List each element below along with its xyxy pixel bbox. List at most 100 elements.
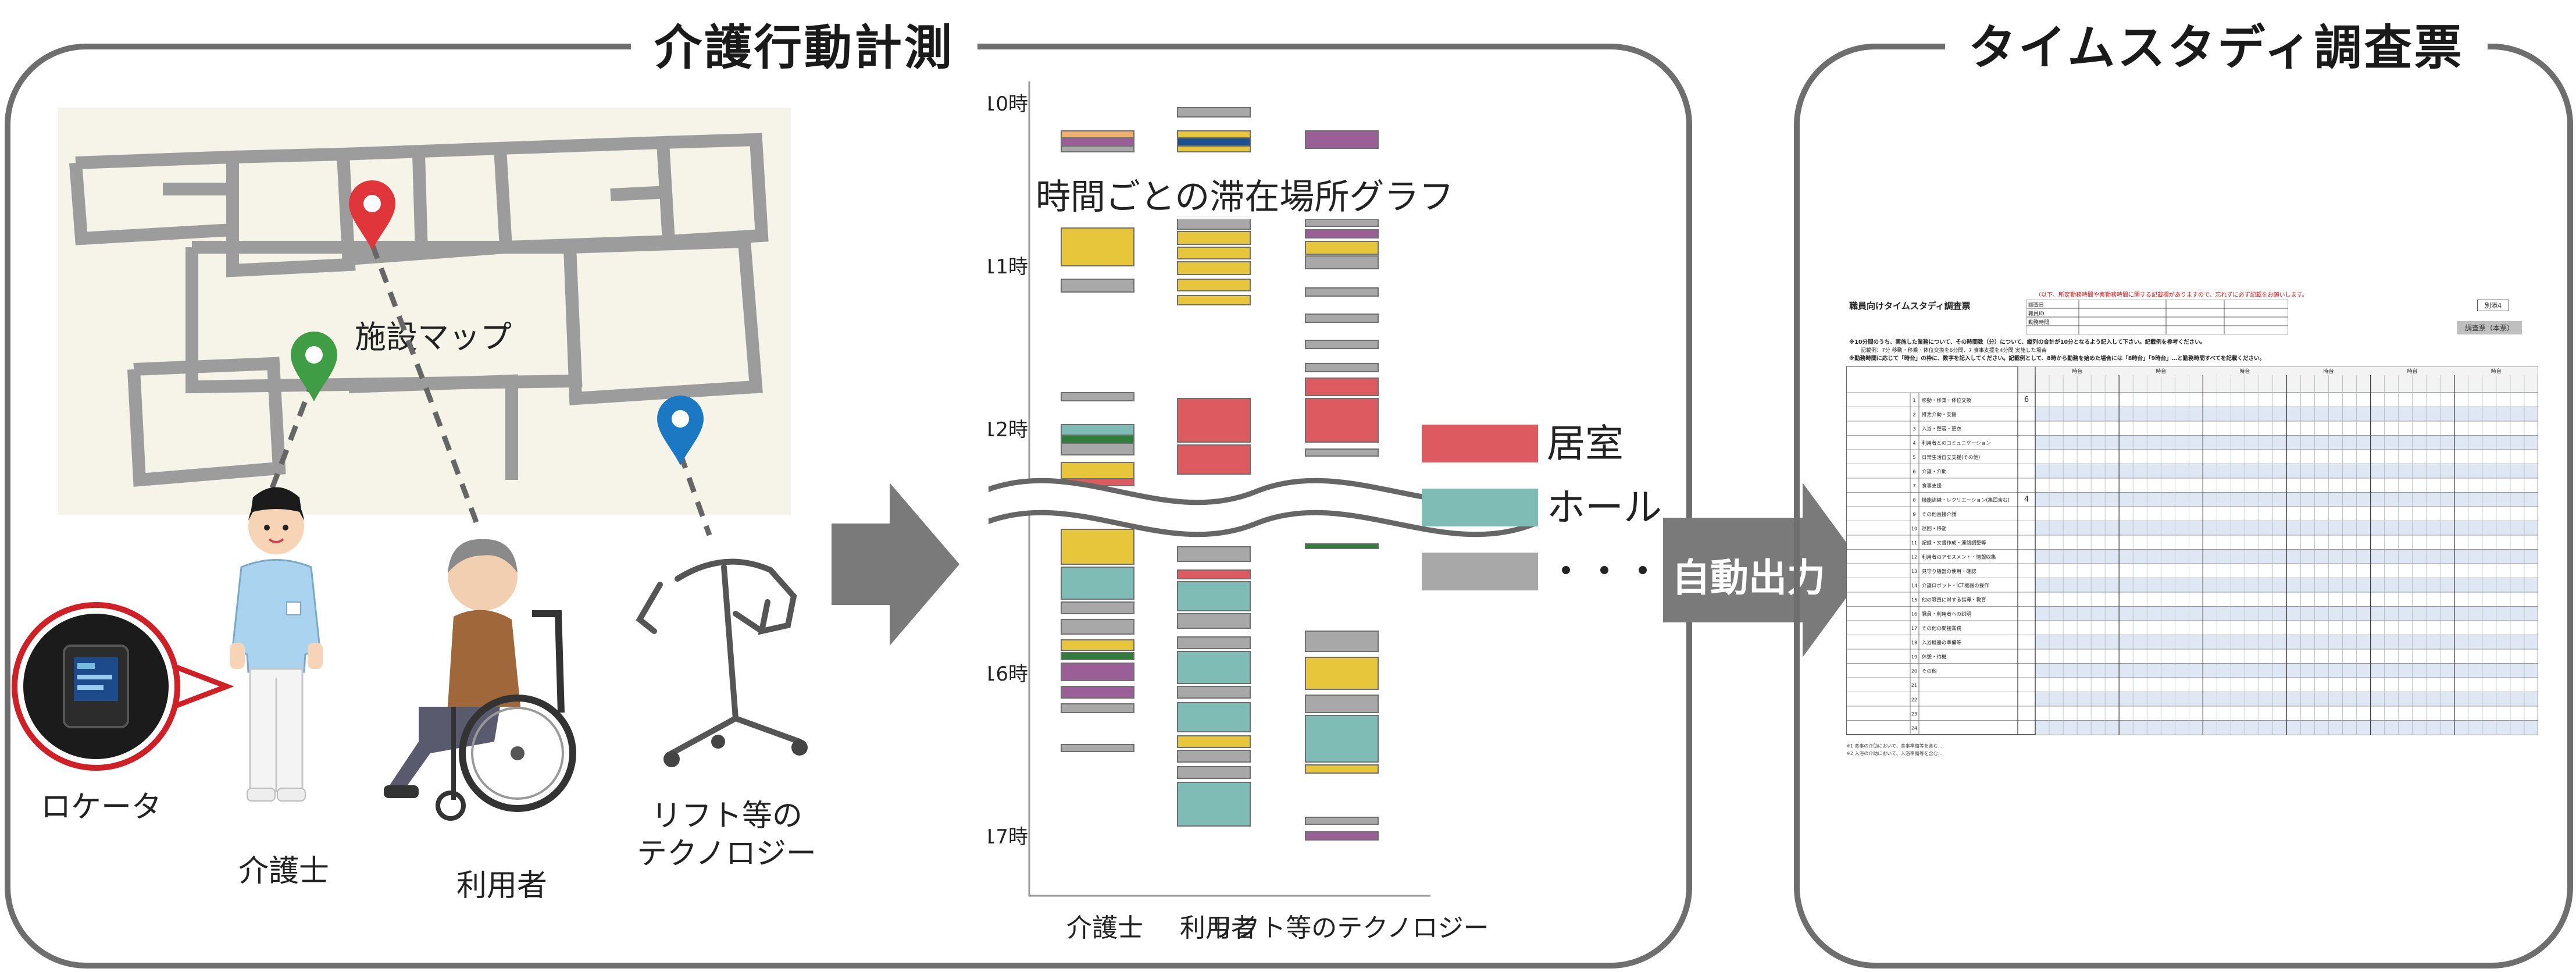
doc-row-label: 見守り機器の使用・確認 bbox=[1922, 568, 1976, 575]
locator-label: ロケータ bbox=[41, 790, 162, 825]
chart-bar-segment bbox=[1305, 130, 1379, 149]
doc-row-number: 9 bbox=[1913, 512, 1915, 517]
chart-bar-segment bbox=[1305, 543, 1379, 549]
chart-bar-segment bbox=[1061, 663, 1134, 681]
chart-bar-segment bbox=[1061, 227, 1134, 266]
chart-y-tick-label: 17時 bbox=[989, 825, 1028, 849]
doc-red-note: （以下、所定勤務時間や実勤務時間に関する記載欄がありますので、忘れずに必ず記載を… bbox=[2035, 292, 2308, 298]
chart-bar-segment bbox=[1305, 831, 1379, 841]
doc-hour-header: 時台 bbox=[2491, 368, 2502, 375]
doc-row-number: 7 bbox=[1913, 483, 1915, 489]
doc-badge: 別添4 bbox=[2477, 300, 2509, 311]
chart-bar-segment bbox=[1177, 398, 1251, 443]
doc-row-label: 記録・文書作成・連絡調整等 bbox=[1922, 540, 1986, 546]
doc-header-cell: 勤務時間 bbox=[2028, 320, 2050, 326]
doc-row-number: 17 bbox=[1911, 626, 1917, 631]
chart-bar-segment bbox=[1061, 639, 1134, 651]
chart-bar-segment bbox=[1177, 261, 1251, 275]
doc-instruction-2: 記載例：7分 移動・移乗・体位交換を6分間、7 食事支援を4分間 実施した場合 bbox=[1861, 348, 2047, 354]
chart-bar-segment bbox=[1305, 255, 1379, 269]
doc-row-number: 16 bbox=[1911, 612, 1917, 617]
doc-instruction-1: ※10分間のうち、実施した業務について、その時間数（分）について、縦列の合計が1… bbox=[1849, 339, 2206, 346]
legend-label: 居室 bbox=[1547, 421, 1624, 466]
doc-row-number: 1 bbox=[1913, 398, 1915, 403]
chart-bar-segment bbox=[1177, 636, 1251, 649]
doc-row-label: 他の職員に対する指導・教育 bbox=[1922, 597, 1986, 603]
chart-bar-segment bbox=[1061, 619, 1134, 635]
chart-category-label: 利用者 bbox=[1180, 913, 1257, 943]
doc-header-cell: 調査日 bbox=[2028, 302, 2045, 308]
chart-bar-segment bbox=[1305, 314, 1379, 323]
doc-header-cell: 職員ID bbox=[2028, 311, 2045, 317]
doc-row-label: 利用者とのコミュニケーション bbox=[1922, 440, 1991, 447]
doc-row-label: 介護ロボット・ICT機器の操作 bbox=[1922, 583, 1989, 589]
chart-bar-segment bbox=[1177, 702, 1251, 732]
doc-row-label: 日常生活自立支援(その他) bbox=[1922, 454, 1980, 461]
chart-bar-segment bbox=[1305, 363, 1379, 372]
chart-bar-segment bbox=[1305, 398, 1379, 443]
doc-row-label: その他 bbox=[1922, 668, 1937, 675]
doc-row-label: 職員・利用者への説明 bbox=[1922, 611, 1971, 618]
chart-bar-segment bbox=[1061, 462, 1134, 479]
doc-row-label: 移動・移乗・体位交換 bbox=[1922, 397, 1972, 404]
doc-row-number: 15 bbox=[1911, 597, 1917, 603]
auto-output-label: 自動出力 bbox=[1672, 556, 1825, 600]
chart-bar-segment bbox=[1305, 631, 1379, 652]
doc-row-label: 食事支援 bbox=[1922, 483, 1942, 489]
doc-hour-header: 時台 bbox=[2324, 368, 2334, 375]
survey-document: （以下、所定勤務時間や実勤務時間に関する記載欄がありますので、忘れずに必ず記載を… bbox=[1846, 279, 2538, 759]
chart-bar-segment bbox=[1177, 295, 1251, 305]
doc-row-number: 6 bbox=[1913, 469, 1915, 475]
chart-bar-segment bbox=[1177, 686, 1251, 699]
doc-row-number: 12 bbox=[1911, 555, 1917, 560]
doc-row-number: 24 bbox=[1911, 726, 1917, 731]
chart-bar-segment bbox=[1177, 107, 1251, 118]
doc-header-table: 調査日 職員ID 勤務時間 bbox=[2026, 299, 2289, 335]
chart-bar-segment bbox=[1305, 764, 1379, 774]
chart-bar-segment bbox=[1305, 340, 1379, 349]
chart-bar-segment bbox=[1061, 529, 1134, 565]
stay-location-chart: 10時11時12時16時17時介護士利用者リフト等のテクノロジー居室ホール・・・ bbox=[989, 81, 1662, 943]
doc-row-number: 2 bbox=[1913, 412, 1915, 418]
doc-row-label: 入浴・整容・更衣 bbox=[1922, 426, 1962, 432]
chart-bar-segment bbox=[1177, 546, 1251, 562]
chart-bar-segment bbox=[1305, 378, 1379, 396]
doc-row-number: 18 bbox=[1911, 640, 1917, 646]
legend-swatch bbox=[1422, 489, 1538, 526]
chart-y-tick-label: 10時 bbox=[989, 92, 1028, 116]
doc-title: 職員向けタイムスタディ調査票 bbox=[1849, 301, 1971, 311]
chart-bar-segment bbox=[1177, 145, 1251, 152]
chart-bar-segment bbox=[1177, 444, 1251, 475]
chart-bar-segment bbox=[1061, 130, 1134, 138]
chart-bar-segment bbox=[1061, 652, 1134, 660]
doc-row-number: 22 bbox=[1911, 697, 1917, 703]
doc-footnote-2: ※2 入浴の介助において、入浴準備等を含む… bbox=[1846, 751, 1943, 756]
chart-bar-segment bbox=[1305, 287, 1379, 297]
doc-row-label: その他直接介護 bbox=[1922, 511, 1957, 518]
doc-row-label: 休憩・待機 bbox=[1922, 654, 1947, 660]
chart-y-tick-label: 11時 bbox=[989, 255, 1028, 279]
locator-device-icon bbox=[12, 602, 234, 771]
user-label: 利用者 bbox=[456, 868, 548, 903]
auto-output-arrow bbox=[1663, 483, 1867, 657]
chart-bar-segment bbox=[1177, 766, 1251, 779]
doc-row-label: 介護・介助 bbox=[1922, 469, 1947, 475]
chart-bar-segment bbox=[1061, 443, 1134, 455]
lift-label-line1: リフト等の bbox=[651, 799, 803, 834]
lift-technology-icon bbox=[636, 558, 808, 767]
chart-bar-segment bbox=[1305, 715, 1379, 763]
chart-bar-segment bbox=[1061, 392, 1134, 401]
doc-row-number: 5 bbox=[1913, 455, 1915, 460]
doc-row-number: 11 bbox=[1911, 540, 1917, 546]
chart-bar-segment bbox=[1061, 424, 1134, 436]
chart-bar-segment bbox=[1177, 613, 1251, 629]
chart-bar-segment bbox=[1061, 601, 1134, 614]
time-study-panel-title: タイムスタディ調査票 bbox=[1945, 16, 2488, 80]
doc-hour-header: 時台 bbox=[2407, 368, 2418, 375]
chart-bar-segment bbox=[1177, 750, 1251, 763]
doc-row-label: その他の間接業務 bbox=[1922, 625, 1962, 632]
chart-bar-segment bbox=[1177, 735, 1251, 748]
chart-bar-segment bbox=[1177, 130, 1251, 138]
doc-row-label: 機能訓練・レクリエーション(集団含む) bbox=[1922, 497, 2010, 504]
legend-label: ホール bbox=[1547, 485, 1662, 530]
